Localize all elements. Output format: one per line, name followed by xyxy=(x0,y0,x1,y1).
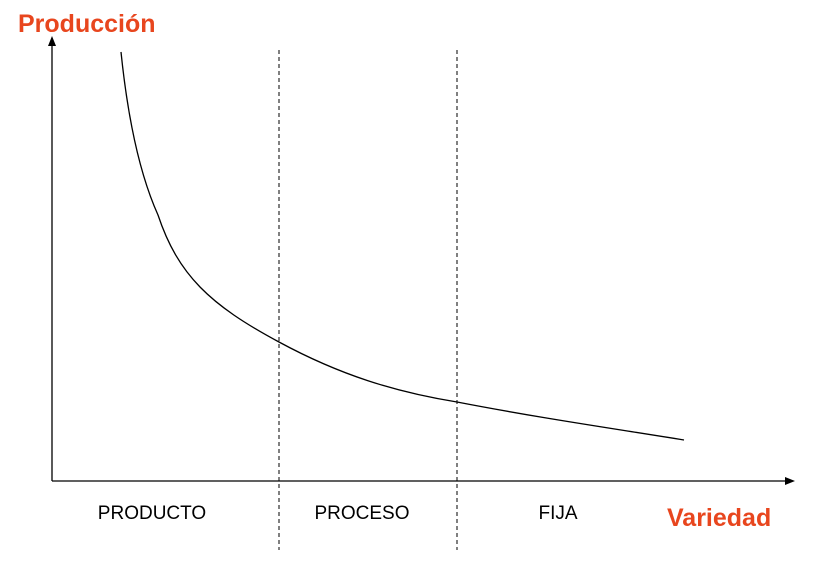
y-axis-arrowhead xyxy=(48,36,56,46)
zone-label-proceso: PROCESO xyxy=(314,503,410,524)
y-axis-label: Producción xyxy=(18,10,156,38)
zone-label-fija: FIJA xyxy=(538,503,578,524)
production-variety-curve xyxy=(120,51,685,441)
zone-label-producto: PRODUCTO xyxy=(97,503,207,524)
x-axis-label: Variedad xyxy=(667,504,772,532)
x-axis-arrowhead xyxy=(785,477,795,485)
